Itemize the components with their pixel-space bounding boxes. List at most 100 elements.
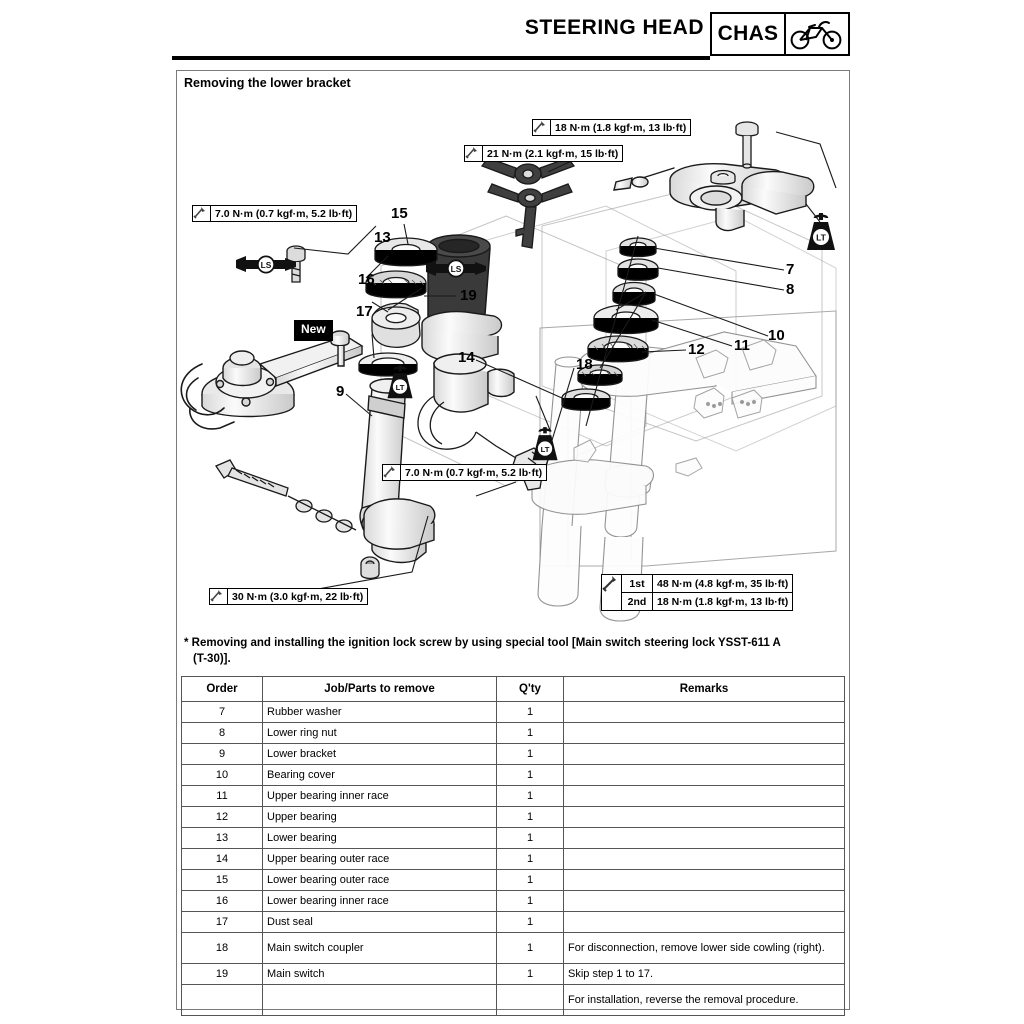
cell-qty xyxy=(496,984,564,1016)
callout-17: 17 xyxy=(356,303,373,320)
cell-qty: 1 xyxy=(496,963,564,985)
cell-order: 17 xyxy=(181,911,263,933)
torque-spec-70nm-lower: 7.0 N·m (0.7 kgf·m, 5.2 lb·ft) xyxy=(382,464,548,481)
special-tool-note: * Removing and installing the ignition l… xyxy=(184,636,844,667)
cell-job: Upper bearing xyxy=(262,806,497,828)
callout-14: 14 xyxy=(458,349,475,366)
diagram-artwork xyxy=(180,121,837,622)
cell-job: Lower bearing xyxy=(262,827,497,849)
cell-order: 19 xyxy=(181,963,263,985)
torque-wrench-icon xyxy=(193,206,211,221)
callout-10: 10 xyxy=(768,327,785,344)
svg-text:LS: LS xyxy=(451,264,462,274)
page-header: STEERING HEAD CHAS xyxy=(172,12,852,60)
cell-job: Upper bearing inner race xyxy=(262,785,497,807)
header-rule xyxy=(172,56,710,60)
stage-order: 2nd xyxy=(622,593,653,610)
cell-order: 15 xyxy=(181,869,263,891)
torque-wrench-icon xyxy=(533,120,551,135)
torque-wrench-icon xyxy=(465,146,483,161)
cell-job: Lower bracket xyxy=(262,743,497,765)
cell-remarks xyxy=(563,701,845,723)
cell-order: 9 xyxy=(181,743,263,765)
table-header-row: Order Job/Parts to remove Q'ty Remarks xyxy=(181,676,845,702)
cell-remarks xyxy=(563,848,845,870)
exploded-diagram: 18 N·m (1.8 kgf·m, 13 lb·ft) 21 N·m (2.1… xyxy=(176,96,850,626)
new-part-badge: New xyxy=(294,320,333,341)
callout-16: 16 xyxy=(358,271,375,288)
cell-remarks xyxy=(563,722,845,744)
torque-spec-text: 21 N·m (2.1 kgf·m, 15 lb·ft) xyxy=(487,147,619,160)
page-title: STEERING HEAD xyxy=(524,16,704,39)
cell-job: Dust seal xyxy=(262,911,497,933)
cell-remarks xyxy=(563,869,845,891)
torque-spec-21nm: 21 N·m (2.1 kgf·m, 15 lb·ft) xyxy=(464,145,624,162)
cell-order: 14 xyxy=(181,848,263,870)
cell-order: 13 xyxy=(181,827,263,849)
cell-qty: 1 xyxy=(496,911,564,933)
section-code-badge: CHAS xyxy=(710,12,786,56)
cell-qty: 1 xyxy=(496,785,564,807)
torque-spec-18nm: 18 N·m (1.8 kgf·m, 13 lb·ft) xyxy=(532,119,692,136)
cell-order: 8 xyxy=(181,722,263,744)
cell-remarks xyxy=(563,806,845,828)
cell-remarks xyxy=(563,764,845,786)
callout-19: 19 xyxy=(460,287,477,304)
column-header-job: Job/Parts to remove xyxy=(262,676,497,702)
staged-torque-row: 1st 48 N·m (4.8 kgf·m, 35 lb·ft) xyxy=(622,575,792,592)
callout-11: 11 xyxy=(734,337,750,354)
cell-remarks xyxy=(563,785,845,807)
cell-qty: 1 xyxy=(496,932,564,964)
callout-7: 7 xyxy=(786,261,795,278)
callout-18: 18 xyxy=(576,356,593,373)
torque-wrench-icon xyxy=(210,589,228,604)
torque-spec-text: 30 N·m (3.0 kgf·m, 22 lb·ft) xyxy=(232,590,364,603)
cell-remarks xyxy=(563,827,845,849)
torque-wrench-icon xyxy=(383,465,401,480)
callout-15: 15 xyxy=(391,205,408,222)
column-header-remarks: Remarks xyxy=(563,676,845,702)
cell-order: 11 xyxy=(181,785,263,807)
torque-spec-text: 7.0 N·m (0.7 kgf·m, 5.2 lb·ft) xyxy=(405,466,543,479)
section-title: Removing the lower bracket xyxy=(184,76,351,90)
torque-spec-text: 7.0 N·m (0.7 kgf·m, 5.2 lb·ft) xyxy=(215,207,353,220)
cell-qty: 1 xyxy=(496,848,564,870)
cell-order: 12 xyxy=(181,806,263,828)
cell-remarks: Skip step 1 to 17. xyxy=(563,963,845,985)
cell-order: 10 xyxy=(181,764,263,786)
motorcycle-icon xyxy=(784,12,850,56)
cell-job: Lower bearing inner race xyxy=(262,890,497,912)
parts-table: Order Job/Parts to remove Q'ty Remarks 7… xyxy=(181,676,845,1016)
cell-job: Lower ring nut xyxy=(262,722,497,744)
stage-order: 1st xyxy=(622,575,653,592)
table-row: For installation, reverse the removal pr… xyxy=(181,984,845,1016)
cell-order: 7 xyxy=(181,701,263,723)
cell-remarks xyxy=(563,890,845,912)
cell-job: Main switch xyxy=(262,963,497,985)
callout-8: 8 xyxy=(786,281,795,298)
cell-order: 16 xyxy=(181,890,263,912)
stage-value: 48 N·m (4.8 kgf·m, 35 lb·ft) xyxy=(657,577,789,590)
staged-torque-spec: 1st 48 N·m (4.8 kgf·m, 35 lb·ft) 2nd 18 … xyxy=(601,574,794,611)
cell-job: Upper bearing outer race xyxy=(262,848,497,870)
cell-job xyxy=(262,984,497,1016)
cell-qty: 1 xyxy=(496,722,564,744)
column-header-order: Order xyxy=(181,676,263,702)
cell-order: 18 xyxy=(181,932,263,964)
torque-spec-text: 18 N·m (1.8 kgf·m, 13 lb·ft) xyxy=(555,121,687,134)
cell-order xyxy=(181,984,263,1016)
stage-value: 18 N·m (1.8 kgf·m, 13 lb·ft) xyxy=(657,595,789,608)
svg-text:LT: LT xyxy=(541,445,550,454)
